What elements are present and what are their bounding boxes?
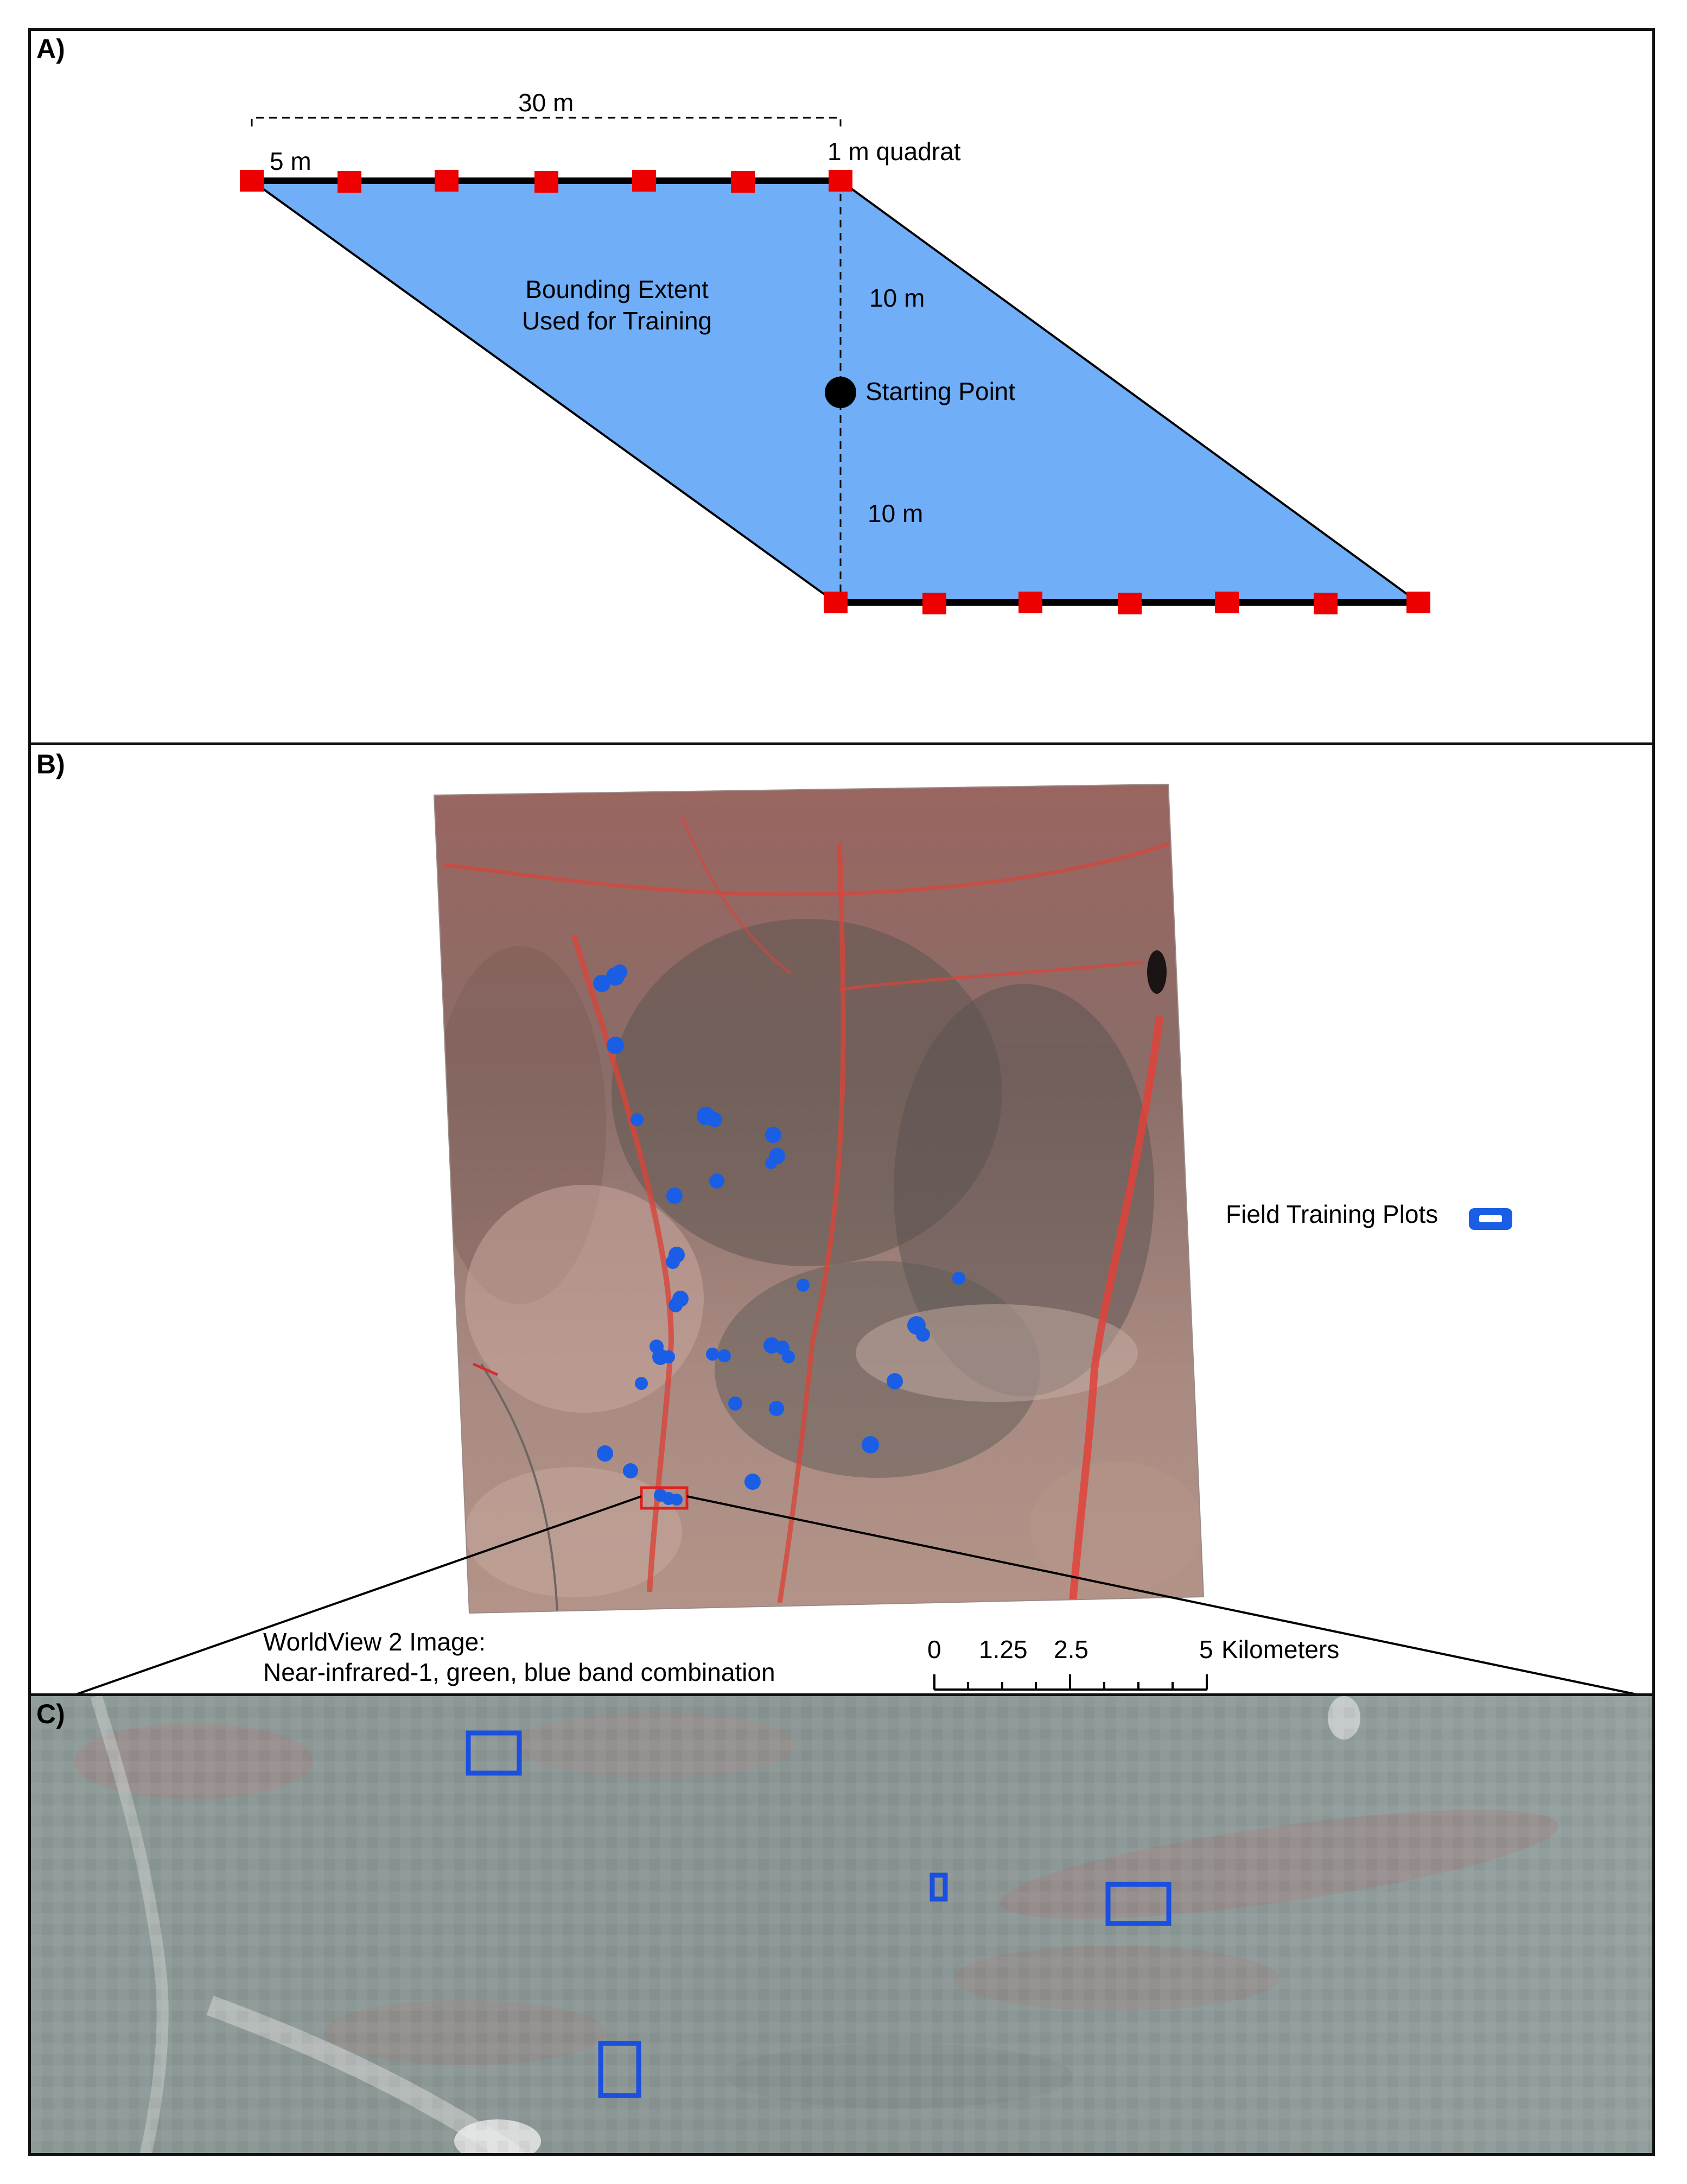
sampling-design-diagram <box>240 117 1430 614</box>
upper-distance-label: 10 m <box>869 284 925 312</box>
quadrat <box>824 592 848 613</box>
panel-b-label: B) <box>36 749 65 779</box>
scale-bar <box>933 1674 1208 1691</box>
extent-label-line2: Used for Training <box>521 307 712 335</box>
worldview-image <box>434 784 1204 1613</box>
quadrat <box>534 171 558 193</box>
scale-unit: Kilometers <box>1221 1635 1340 1664</box>
quadrat <box>338 171 361 193</box>
scale-tick-2-5: 2.5 <box>1054 1635 1088 1664</box>
quadrat <box>240 170 264 192</box>
image-title-line2: Near-infrared-1, green, blue band combin… <box>263 1658 775 1686</box>
plot-outline <box>930 1872 948 1902</box>
quadrat <box>1018 592 1042 613</box>
quadrat-label: 1 m quadrat <box>827 137 961 166</box>
quadrat <box>922 593 946 614</box>
inset-detail-image <box>31 1696 1652 2153</box>
satellite-map <box>75 783 1637 1693</box>
lower-quadrats <box>824 592 1430 614</box>
plot-outline <box>1105 1882 1172 1926</box>
panel-a-label: A) <box>36 34 65 64</box>
scale-tick-1-25: 1.25 <box>979 1635 1028 1664</box>
panel-c: C) <box>28 1693 1655 2156</box>
panel-a: A) 30 m <box>28 28 1655 745</box>
quadrat <box>435 170 459 192</box>
quadrat <box>1406 592 1430 613</box>
dim-spacing-label: 5 m <box>270 147 311 175</box>
quadrat <box>1118 593 1142 614</box>
panel-b: B) <box>28 742 1655 1696</box>
image-title-line1: WorldView 2 Image: <box>263 1628 486 1656</box>
quadrat <box>829 170 852 192</box>
plot-outline <box>598 2041 641 2098</box>
dim-total-label: 30 m <box>518 88 574 117</box>
quadrat <box>1215 592 1239 613</box>
plot-outlines <box>466 1730 1172 2098</box>
scale-tick-0: 0 <box>927 1635 941 1664</box>
plot-outline <box>466 1730 522 1776</box>
starting-point-label: Starting Point <box>865 377 1016 405</box>
dimension-line-30m <box>251 117 842 126</box>
inset-extent-box <box>640 1486 689 1510</box>
field-training-plots <box>593 964 965 1506</box>
starting-point-marker <box>825 377 856 408</box>
upper-quadrats <box>240 170 852 193</box>
extent-label-line1: Bounding Extent <box>525 275 709 303</box>
quadrat <box>731 171 755 193</box>
legend-label: Field Training Plots <box>1226 1200 1438 1228</box>
scale-tick-5: 5 <box>1199 1635 1213 1664</box>
lower-distance-label: 10 m <box>868 499 924 528</box>
callout-line-right <box>686 1495 1637 1693</box>
quadrat <box>632 170 656 192</box>
callout-line-left <box>75 1495 642 1693</box>
quadrat <box>1314 593 1338 614</box>
panel-c-label: C) <box>36 1699 65 1729</box>
